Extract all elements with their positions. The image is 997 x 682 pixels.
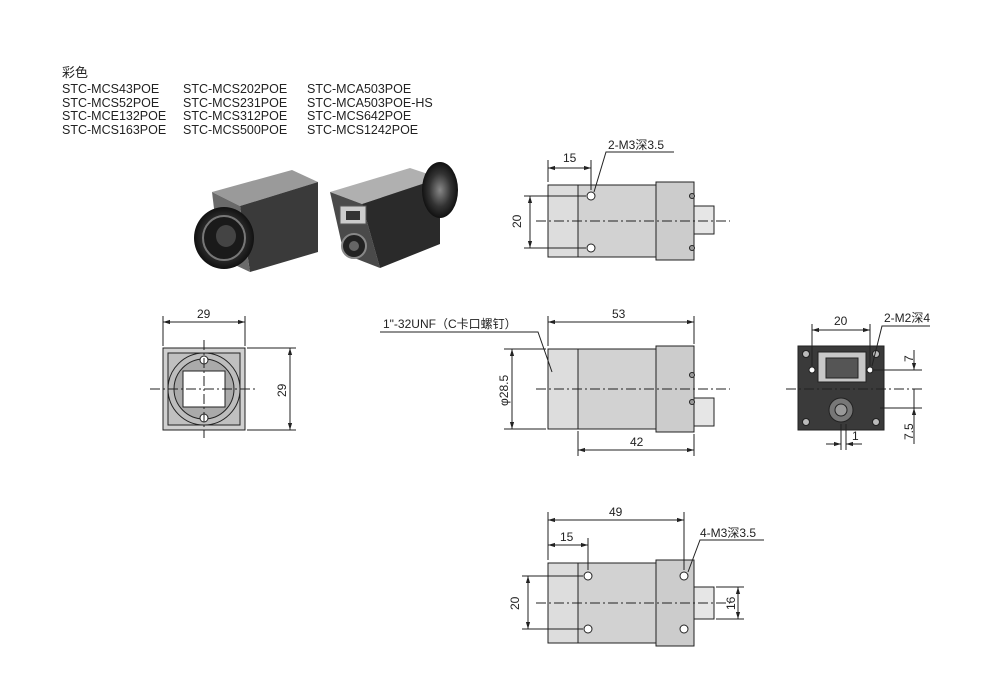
note-bottom-holes: 4-M3深3.5	[700, 526, 756, 540]
dim-side-length: 53	[612, 307, 626, 321]
dim-bottom-20: 20	[508, 596, 522, 610]
note-c-mount: 1"-32UNF（C卡口螺钉）	[383, 317, 517, 331]
model-item: STC-MCA503POE-HS	[307, 95, 433, 110]
model-item: STC-MCS202POE	[183, 82, 288, 96]
dim-bottom-16: 16	[724, 596, 738, 610]
model-item: STC-MCS312POE	[183, 109, 288, 124]
bottom-view	[522, 512, 764, 647]
dim-rear-1: 1	[852, 429, 859, 443]
dim-side-diameter: φ28.5	[497, 375, 511, 406]
side-view	[380, 316, 730, 456]
dim-front-height: 29	[275, 383, 289, 397]
model-header: 彩色 STC-MCS43POE STC-MCS202POE STC-MCA503…	[62, 62, 447, 137]
model-item: STC-MCS231POE	[183, 95, 288, 110]
model-item: STC-MCS43POE	[62, 82, 160, 96]
dim-rear-20: 20	[834, 314, 848, 328]
front-view	[150, 316, 296, 438]
model-item: STC-MCE132POE	[62, 109, 167, 124]
top-view	[524, 151, 730, 261]
camera-photo-front	[194, 170, 318, 272]
model-list: STC-MCS43POE STC-MCS202POE STC-MCA503POE…	[62, 82, 447, 137]
dim-front-width: 29	[197, 307, 211, 321]
rear-view	[786, 324, 930, 450]
model-item: STC-MCS52POE	[62, 95, 160, 110]
dim-rear-7-5: 7.5	[902, 423, 916, 440]
model-item: STC-MCS163POE	[62, 122, 167, 137]
color-title: 彩色	[62, 65, 89, 80]
model-item: STC-MCS642POE	[307, 109, 412, 124]
note-rear-holes: 2-M2深4	[884, 311, 930, 325]
model-item: STC-MCS500POE	[183, 122, 288, 137]
camera-photo-rear	[330, 162, 458, 268]
dim-rear-7: 7	[902, 355, 916, 362]
dim-top-20: 20	[510, 214, 524, 228]
dim-bottom-49: 49	[609, 505, 623, 519]
dim-side-body: 42	[630, 435, 644, 449]
model-item: STC-MCA503POE	[307, 82, 412, 96]
dim-bottom-15: 15	[560, 530, 574, 544]
model-item: STC-MCS1242POE	[307, 122, 419, 137]
note-top-holes: 2-M3深3.5	[608, 138, 664, 152]
dim-top-15: 15	[563, 151, 577, 165]
